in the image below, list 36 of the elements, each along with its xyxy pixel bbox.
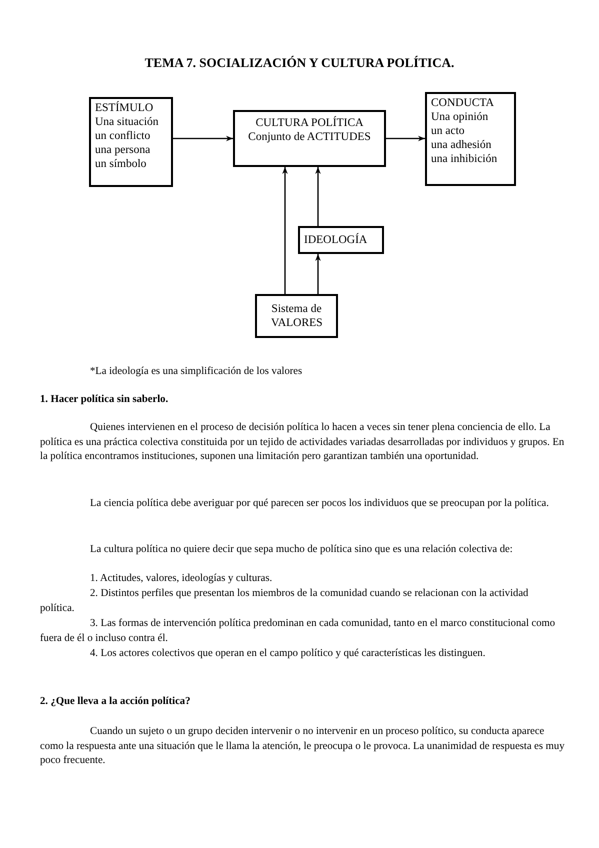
list-item: 4. Los actores colectivos que operan en el campo político y qué características les distinguen. <box>89 647 486 661</box>
paragraph: Cuando un sujeto o un grupo deciden intervenir o no intervenir en un proceso político, su conducta aparece como la respuesta ante una situación que le llama la atención, le preocupa o le provoca. La unanimidad de respuesta es muy poco frecuente. <box>40 725 565 768</box>
node-text: una inhibición <box>431 152 498 166</box>
node-heading: CONDUCTA <box>431 96 495 110</box>
process-box <box>255 294 338 338</box>
arrow <box>315 167 321 226</box>
node-text: Conjunto de ACTITUDES <box>247 130 372 144</box>
node-heading: IDEOLOGÍA <box>304 233 368 247</box>
paragraph: Quienes intervienen en el proceso de decisión política lo hacen a veces sin tener plena conciencia de ello. La política es una práctica colectiva constituida por un tejido de actividades variadas desarrolladas por individuos y grupos. En la política encontramos instituciones, suponen una limitación pero garantizan también una oportunidad. <box>40 421 565 464</box>
node-heading: Sistema de VALORES <box>270 302 324 330</box>
list-item: 2. Distintos perfiles que presentan los miembros de la comunidad cuando se relacionan con la actividad política. <box>40 587 530 616</box>
list-item: 1. Actitudes, valores, ideologías y culturas. <box>89 572 274 586</box>
paragraph: La cultura política no quiere decir que sepa mucho de política sino que es una relación colectiva de: <box>89 543 514 557</box>
arrow <box>386 136 425 142</box>
node-text: una adhesión <box>431 138 492 152</box>
node-text: Una opinión <box>431 110 490 124</box>
node-text: una persona <box>95 143 152 157</box>
behavior-box <box>425 92 516 186</box>
section-heading: 1. Hacer política sin saberlo. <box>40 393 170 407</box>
paragraph: La ciencia política debe averiguar por qué parecen ser pocos los individuos que se preocupan por la política. <box>89 497 550 511</box>
process-box <box>298 226 384 254</box>
node-text: Una situación <box>95 115 160 129</box>
node-text: un símbolo <box>95 157 148 171</box>
node-heading: CULTURA POLÍTICA <box>254 116 364 130</box>
section-heading: 2. ¿Que lleva a la acción política? <box>40 695 192 709</box>
page-title: TEMA 7. SOCIALIZACIÓN Y CULTURA POLÍTICA. <box>144 55 456 71</box>
arrow <box>282 167 288 294</box>
list-item: 3. Las formas de intervención política predominan en cada comunidad, tanto en el marco constitucional como fuera de él o incluso contra él. <box>40 617 556 646</box>
footnote: *La ideología es una simplificación de los valores <box>89 365 304 379</box>
stimulus-box <box>89 97 173 187</box>
process-box <box>233 110 386 167</box>
node-text: un acto <box>431 124 466 138</box>
arrow <box>315 254 321 294</box>
node-heading: ESTÍMULO <box>95 101 154 115</box>
node-text: un conflicto <box>95 129 152 143</box>
arrow <box>173 136 233 142</box>
